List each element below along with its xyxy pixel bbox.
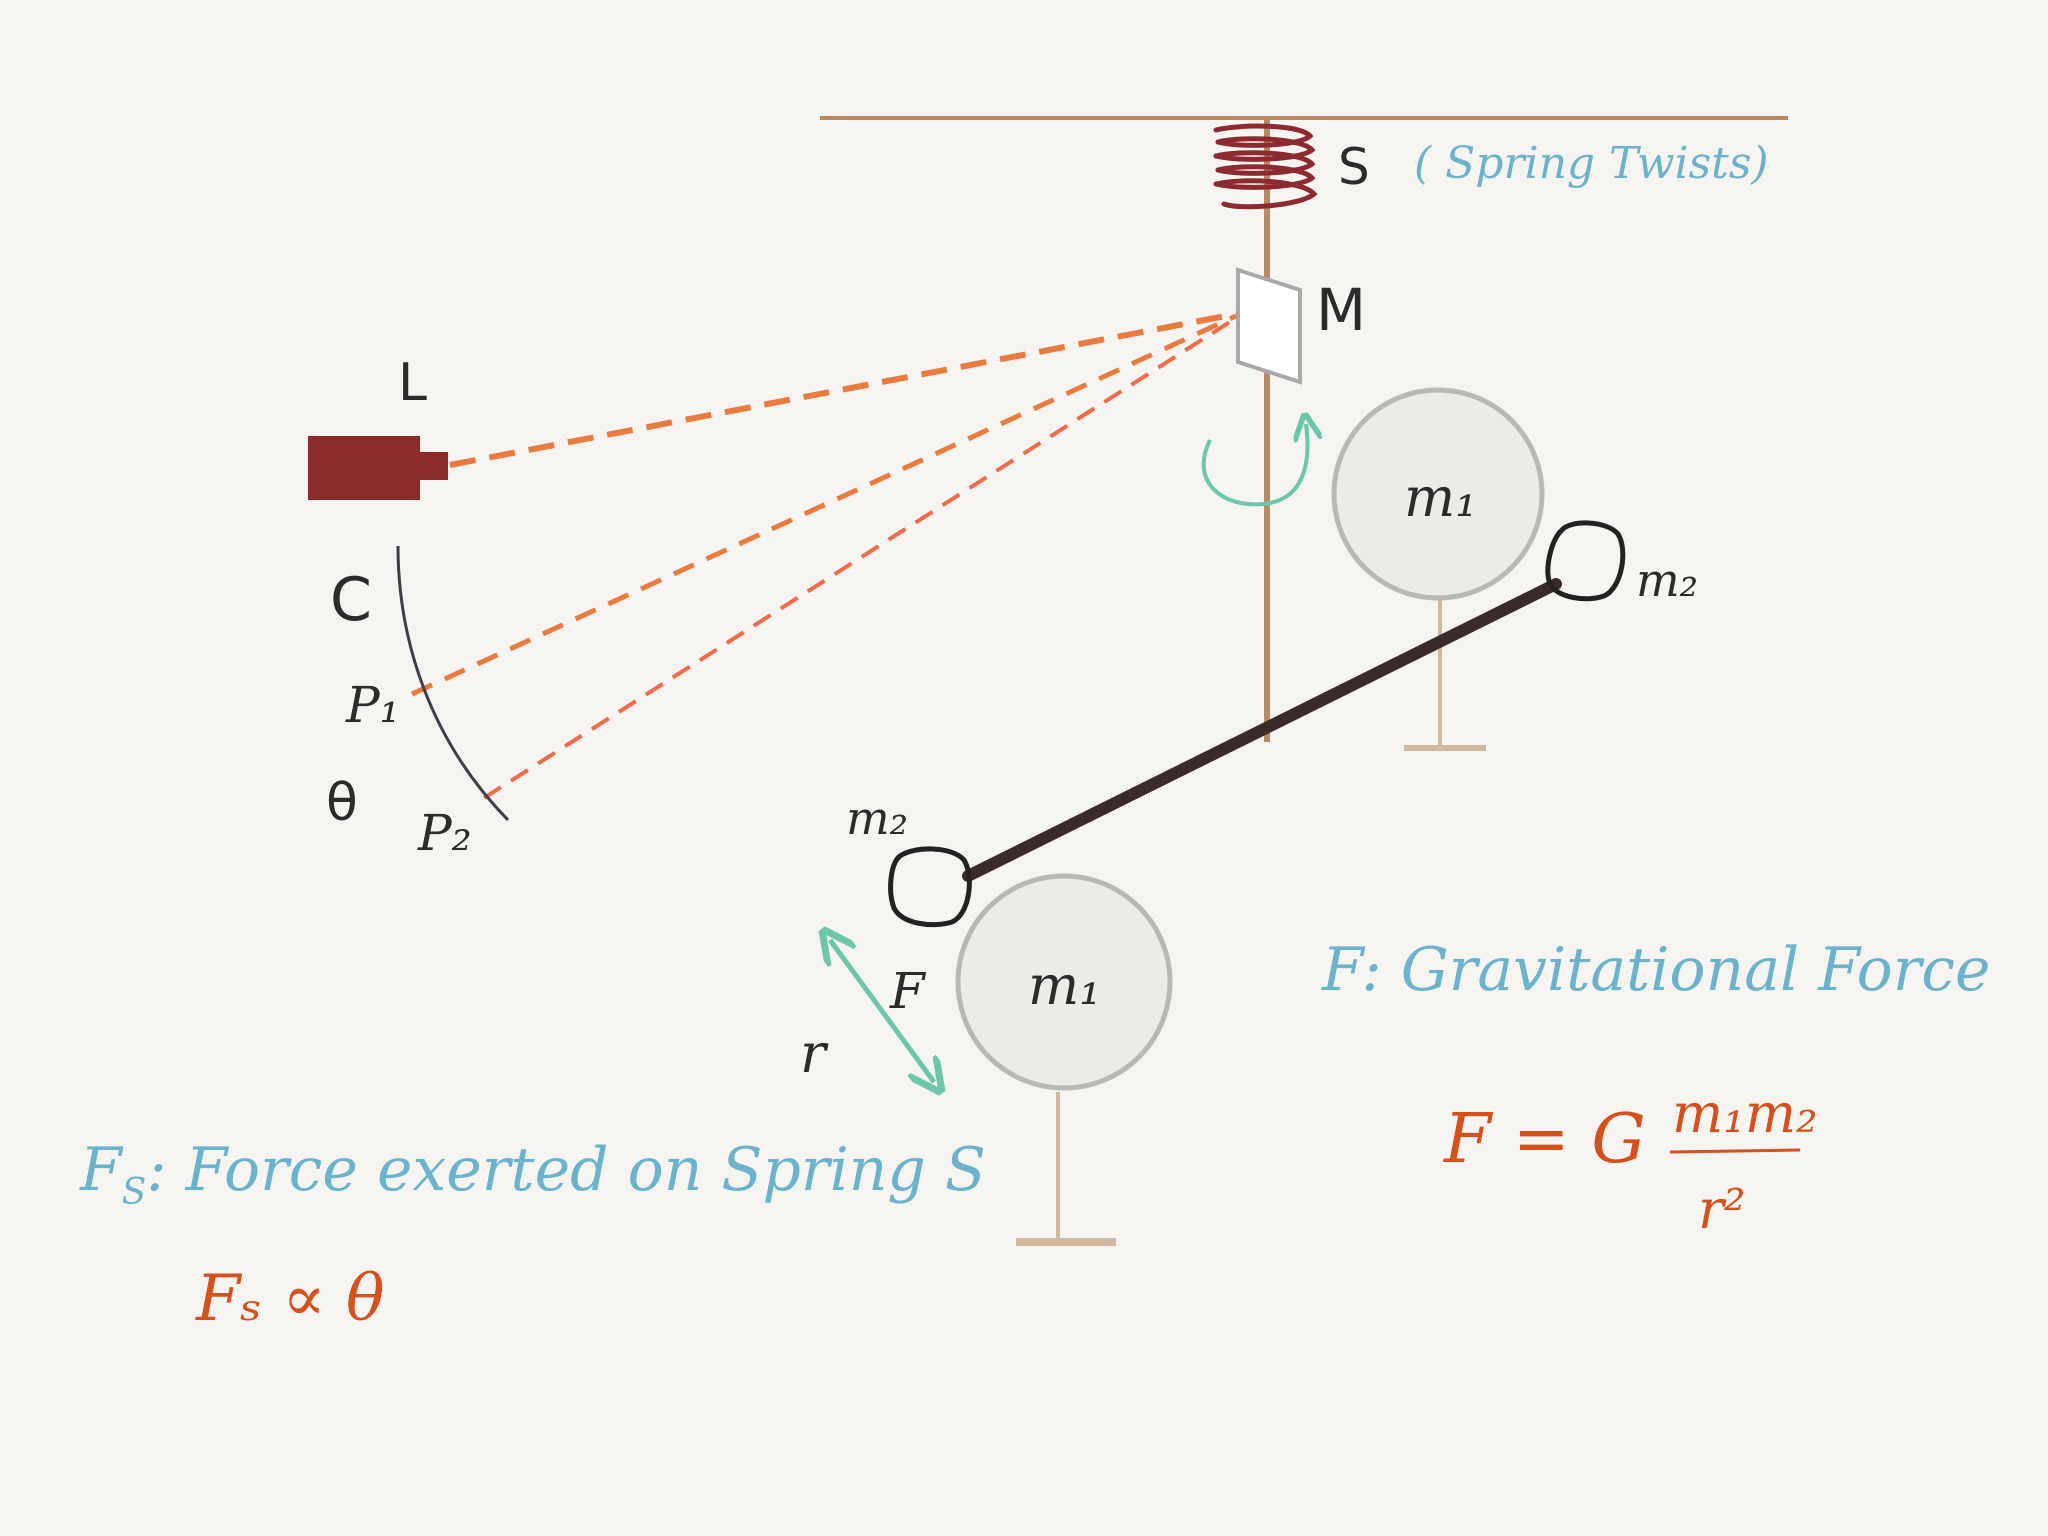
laser-label: L xyxy=(398,353,427,413)
newton-formula-denominator: r² xyxy=(1698,1178,1745,1241)
mirror xyxy=(1236,267,1302,385)
spring-note: ( Spring Twists) xyxy=(1414,138,1769,189)
large-sphere-upper xyxy=(1331,387,1545,751)
small-sphere-right xyxy=(1545,520,1626,602)
spring-force-description: : Force exerted on Spring S xyxy=(146,1135,986,1205)
mass-large-lower-label: m₁ xyxy=(1028,954,1101,1017)
fraction-bar xyxy=(1669,1148,1801,1154)
mass-large-upper-label: m₁ xyxy=(1404,466,1477,529)
scale-arc xyxy=(396,545,510,822)
newton-formula-numerator: m₁m₂ xyxy=(1672,1082,1818,1145)
mirror-label: M xyxy=(1316,276,1366,344)
spring-force-definition: FS: Force exerted on Spring S xyxy=(79,1135,986,1213)
small-sphere-left xyxy=(888,846,972,928)
spring-force-symbol: F xyxy=(79,1135,124,1205)
reflected-beam-p2 xyxy=(482,316,1238,800)
mass-small-left-label: m₂ xyxy=(846,791,908,845)
proportional-formula: Fₛ ∝ θ xyxy=(195,1262,385,1336)
reflected-beam-p1 xyxy=(410,313,1238,697)
mass-small-right-label: m₂ xyxy=(1636,553,1698,607)
large-sphere-lower xyxy=(955,873,1173,1246)
incident-beam xyxy=(449,311,1237,468)
gravitational-definition: F: Gravitational Force xyxy=(1321,935,1991,1005)
torsion-beam xyxy=(962,578,1562,882)
newton-formula-lhs: F = G xyxy=(1442,1100,1646,1179)
distance-label: r xyxy=(800,1022,829,1085)
spring-force-subscript: S xyxy=(122,1172,147,1213)
spring-label: S xyxy=(1338,138,1370,196)
point2-label: P₂ xyxy=(417,804,472,862)
laser-source xyxy=(308,436,448,500)
theta-label: θ xyxy=(326,773,358,833)
force-arrow-label: F xyxy=(889,962,927,1020)
scale-label: C xyxy=(330,565,372,635)
spring-coil xyxy=(1213,123,1318,210)
rotation-arrow xyxy=(1201,424,1308,507)
point1-label: P₁ xyxy=(345,676,400,734)
distance-arrow xyxy=(830,940,934,1082)
light-beams xyxy=(410,311,1238,800)
